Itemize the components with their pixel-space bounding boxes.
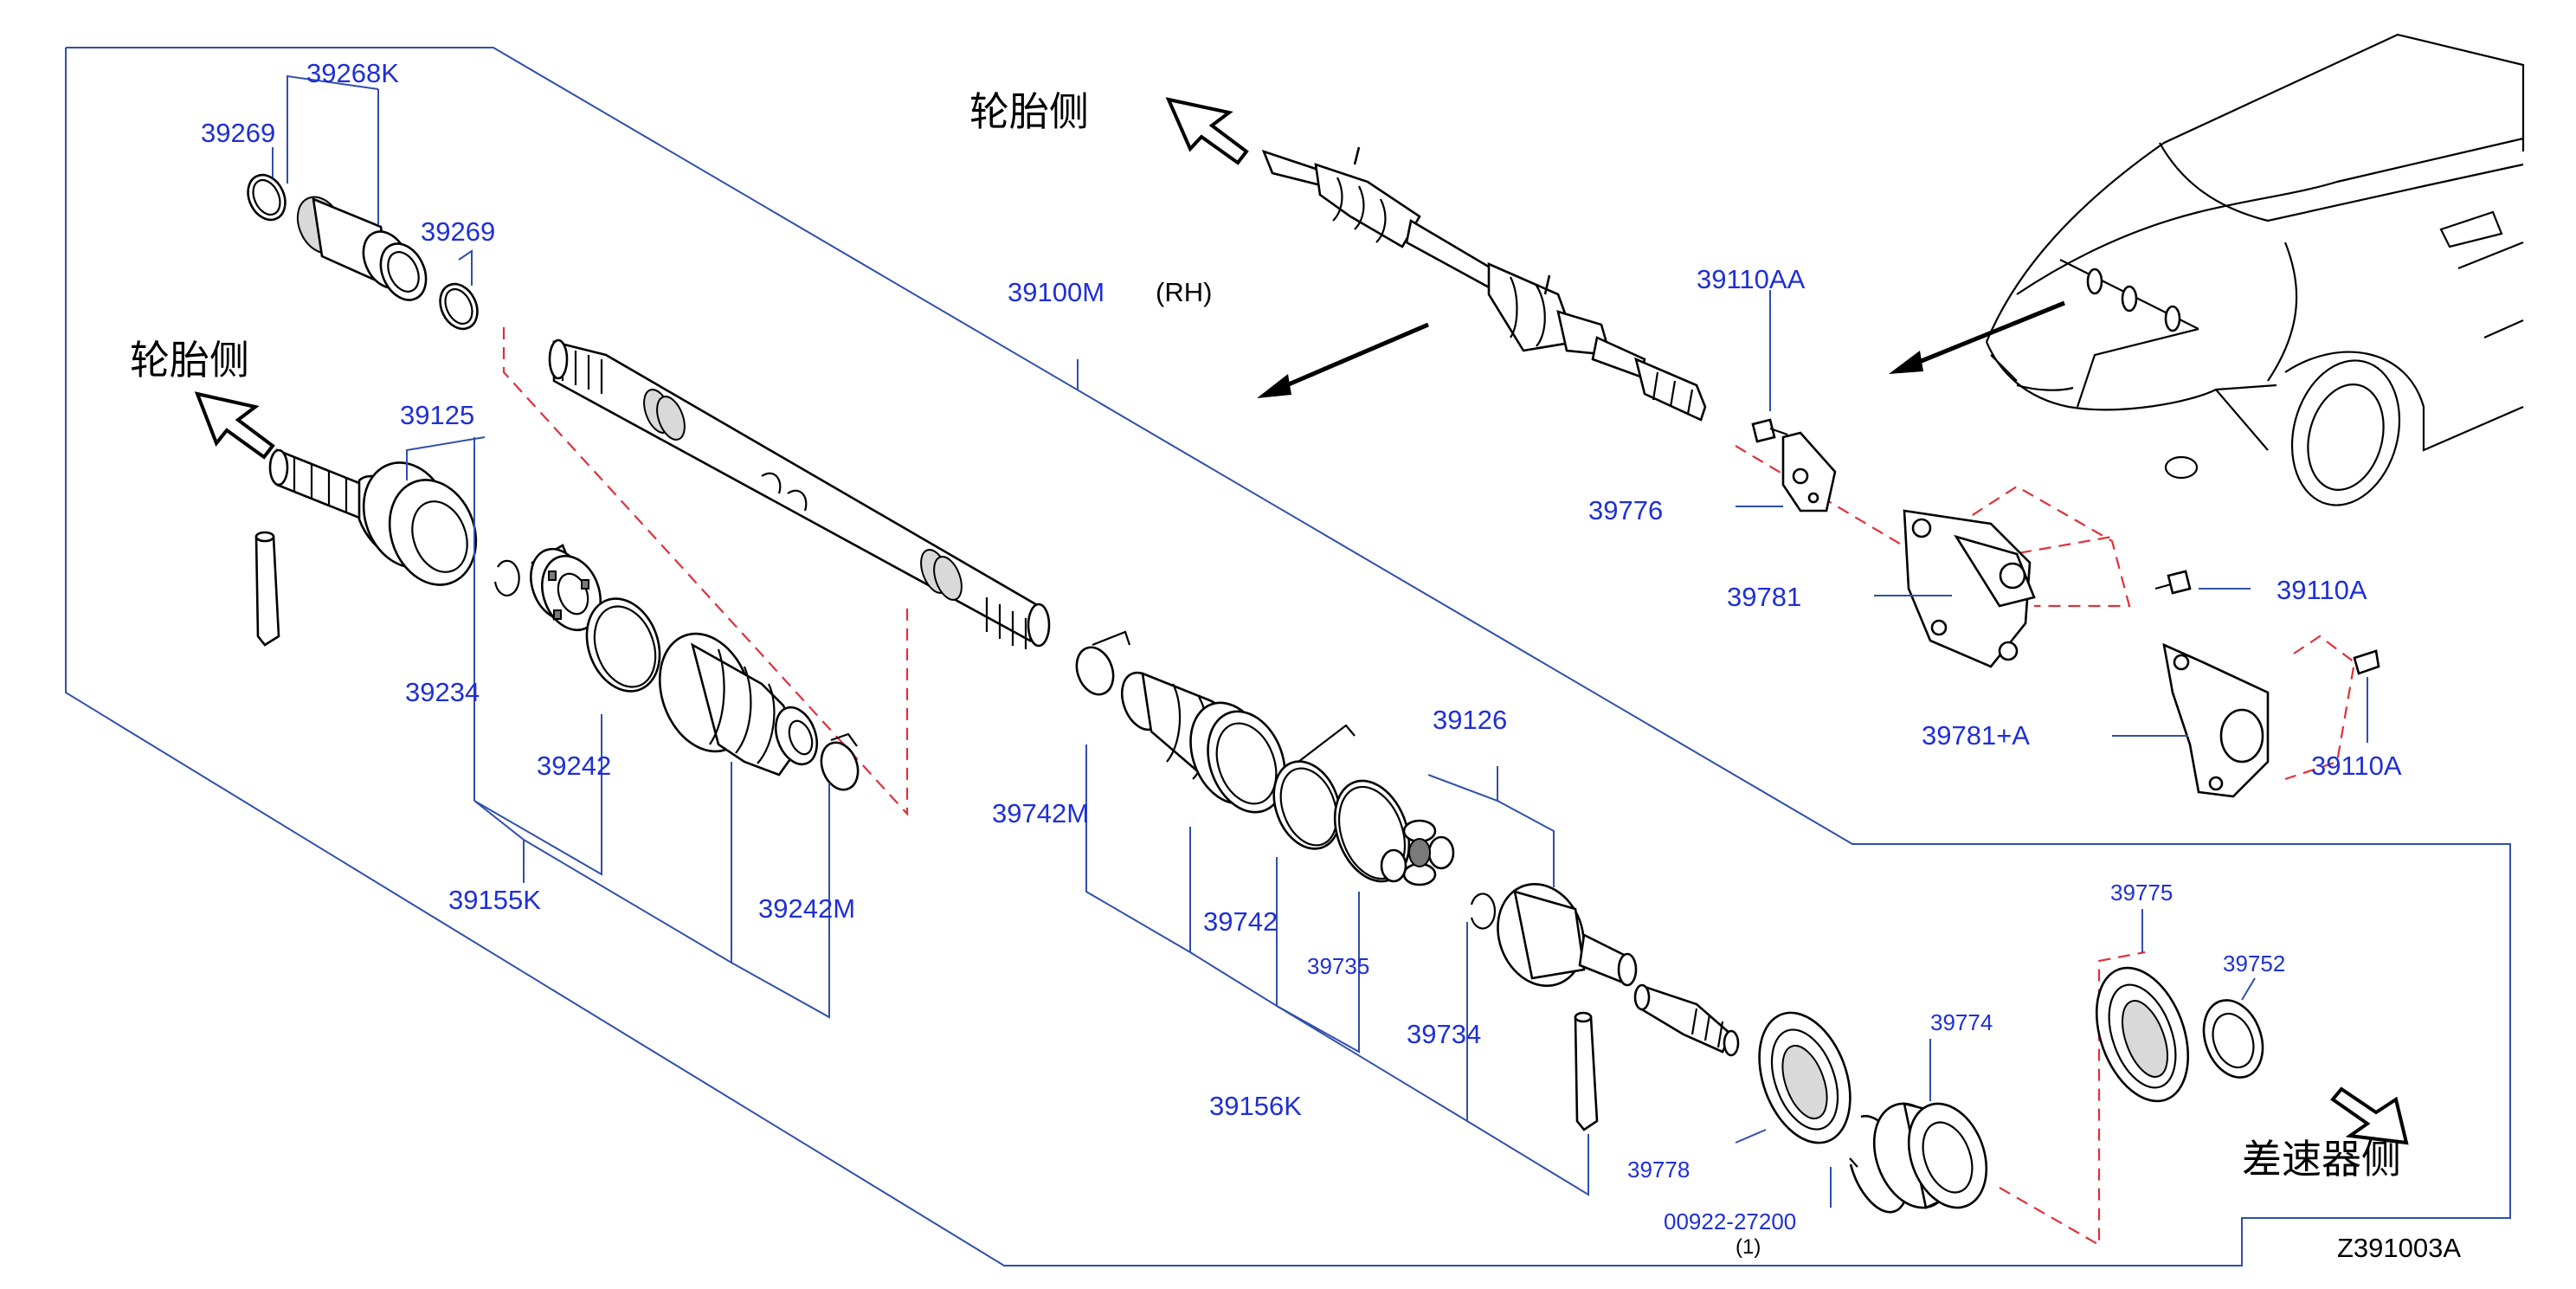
band-39242	[585, 597, 661, 693]
grease-tube-right	[1574, 1011, 1599, 1131]
inner-housing	[1497, 882, 1638, 988]
bracket-39781A	[2162, 642, 2270, 798]
arrow-tire-side-top	[1165, 97, 1249, 165]
damper-39268K	[296, 196, 428, 301]
seal-39778	[1758, 1011, 1852, 1144]
bolt-39110A-a	[2154, 570, 2192, 595]
band-39742	[1272, 724, 1356, 850]
vehicle-illustration	[1985, 33, 2525, 506]
label-39242M: 39242M	[758, 893, 855, 924]
label-39775: 39775	[2110, 880, 2173, 906]
label-tire-side-top: 轮胎侧	[969, 88, 1089, 135]
stub-shaft	[1633, 983, 1740, 1057]
label-39155K: 39155K	[448, 885, 541, 915]
label-39100M: 39100M	[1008, 277, 1104, 307]
arrow-car-direction	[1889, 300, 2065, 374]
label-39734: 39734	[1407, 1019, 1481, 1049]
label-39242: 39242	[537, 751, 611, 781]
axle-shaft	[548, 338, 1051, 649]
grease-tube-left	[254, 531, 280, 647]
label-39125: 39125	[400, 400, 474, 430]
outer-cv-joint	[268, 448, 478, 586]
spider-39126	[1380, 819, 1455, 886]
label-39110A-a: 39110A	[2277, 575, 2367, 605]
band-39242M	[820, 732, 860, 791]
bearing-39774	[1872, 1102, 1988, 1209]
bracket-39776	[1781, 431, 1837, 512]
label-side-rh: (RH)	[1156, 277, 1212, 307]
leader-lines	[272, 74, 2368, 1208]
label-39269-a: 39269	[201, 118, 275, 148]
assembly-frame	[65, 47, 2511, 1266]
label-39110AA: 39110AA	[1697, 264, 1806, 294]
boot-outer	[658, 632, 819, 777]
label-39156K: 39156K	[1209, 1091, 1302, 1121]
label-39774: 39774	[1930, 1009, 1993, 1035]
label-39778: 39778	[1627, 1157, 1690, 1183]
label-39781: 39781	[1727, 582, 1801, 612]
snap-ring-39234	[493, 559, 520, 596]
label-00922: 00922-27200	[1664, 1208, 1796, 1234]
seal-39752	[2202, 999, 2264, 1079]
boot-inner	[1120, 671, 1286, 814]
arrow-tire-side-left	[194, 391, 275, 460]
guide-shaft	[502, 327, 909, 816]
label-tire-side-left: 轮胎侧	[130, 337, 249, 383]
arrow-shaft-direction	[1257, 322, 1429, 398]
snap-ring-39734	[1470, 893, 1497, 930]
bolt-39110A-b	[2353, 649, 2380, 675]
clamp-39269-a	[247, 173, 287, 222]
diagram-code: Z391003A	[2337, 1233, 2461, 1263]
bracket-39781	[1903, 509, 2036, 668]
label-39234: 39234	[405, 677, 480, 707]
label-39110A-b: 39110A	[2311, 751, 2402, 781]
label-39742M: 39742M	[992, 798, 1089, 828]
label-39268K: 39268K	[306, 58, 399, 88]
seal-39775	[2095, 966, 2190, 1103]
cage-39125	[530, 544, 602, 632]
label-39269-b: 39269	[421, 216, 495, 247]
label-39776: 39776	[1588, 495, 1663, 525]
label-diff-side: 差速器侧	[2242, 1136, 2401, 1183]
label-00922-qty: (1)	[1736, 1235, 1761, 1259]
arrow-diff-side	[2330, 1086, 2409, 1145]
label-39126: 39126	[1433, 705, 1507, 735]
band-39742M	[1075, 630, 1131, 696]
driveshaft-assembly-view	[1261, 146, 1707, 422]
label-39752: 39752	[2223, 951, 2285, 976]
label-39735: 39735	[1307, 953, 1369, 979]
guide-bearing	[1999, 951, 2146, 1247]
label-39742: 39742	[1203, 906, 1278, 937]
guide-bracket2-box	[2284, 635, 2356, 781]
guide-bracket-box	[1938, 485, 2131, 608]
label-39781A: 39781+A	[1922, 720, 2030, 751]
clamp-39269-b	[439, 282, 479, 331]
bolt-39110AA	[1751, 418, 1788, 443]
